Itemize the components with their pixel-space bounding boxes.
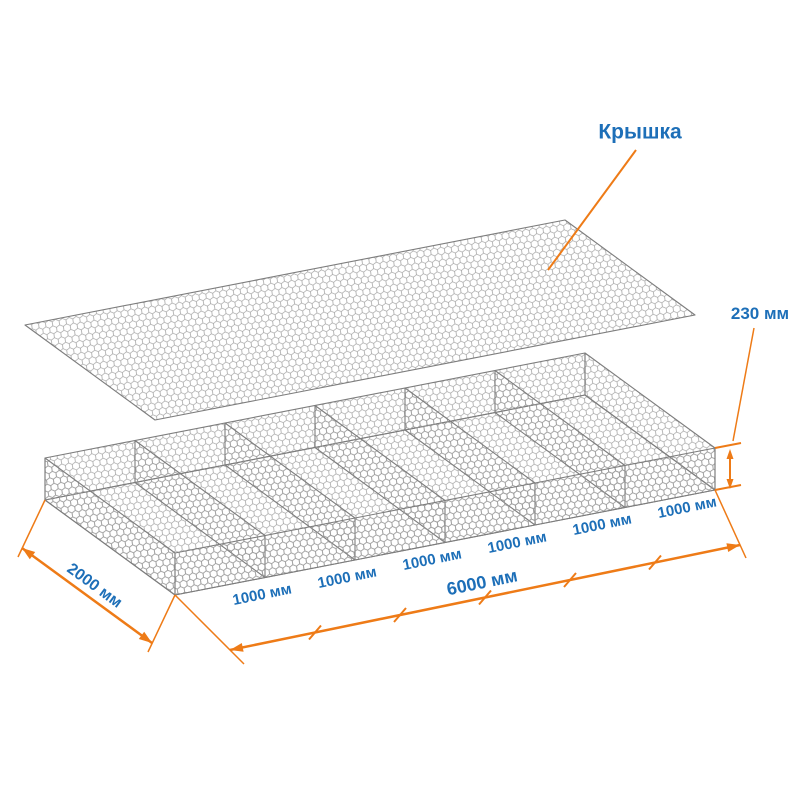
width-witness-front bbox=[147, 594, 176, 653]
segment-label-2: 1000 мм bbox=[316, 563, 378, 592]
length-arrowhead-right bbox=[726, 543, 740, 552]
height-tick-bottom bbox=[714, 484, 742, 491]
length-witness-right bbox=[714, 489, 747, 559]
width-dimension-line bbox=[21, 546, 153, 645]
height-label: 230 мм bbox=[731, 304, 789, 323]
lid-label: Крышка bbox=[598, 120, 682, 143]
lid-callout: Крышка bbox=[547, 120, 682, 271]
height-leader-line bbox=[732, 327, 755, 442]
mattress-box bbox=[44, 352, 716, 596]
height-arrowhead-top bbox=[726, 449, 734, 459]
lid-mesh bbox=[24, 219, 696, 421]
length-dimension: 1000 мм 1000 мм 1000 мм 1000 мм 1000 мм … bbox=[174, 489, 747, 665]
lid-leader-line bbox=[547, 149, 637, 271]
height-tick-top bbox=[714, 442, 742, 449]
height-dimension: 230 мм bbox=[714, 304, 789, 491]
segment-tick-2 bbox=[393, 607, 407, 623]
segment-tick-5 bbox=[648, 554, 662, 571]
segment-tick-4 bbox=[563, 572, 577, 588]
length-arrowhead-left bbox=[230, 643, 244, 652]
segment-tick-3 bbox=[478, 589, 492, 606]
width-arrowhead-top bbox=[22, 548, 36, 560]
height-arrowhead-bottom bbox=[726, 479, 734, 489]
length-label: 6000 мм bbox=[445, 565, 519, 599]
segment-tick-1 bbox=[308, 624, 322, 641]
length-witness-left bbox=[174, 594, 245, 665]
width-arrowhead-bottom bbox=[138, 631, 152, 643]
lid-panel bbox=[24, 219, 696, 421]
segment-label-1: 1000 мм bbox=[231, 580, 293, 609]
